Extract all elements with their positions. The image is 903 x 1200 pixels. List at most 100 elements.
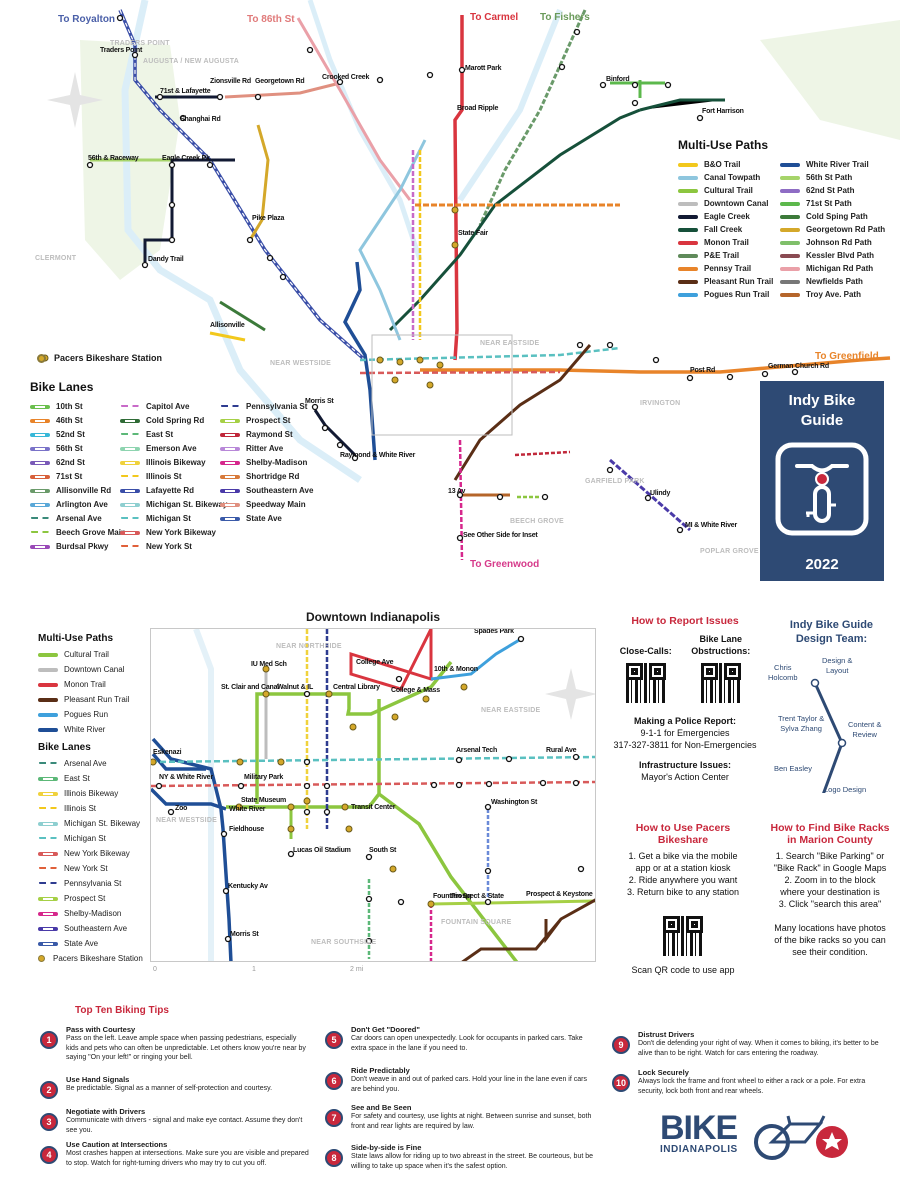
lane-swatch-icon <box>30 432 50 437</box>
team-title-line1: Indy Bike Guide <box>789 619 874 631</box>
path-swatch-icon <box>38 727 58 732</box>
legend-item: New York Bikeway <box>120 528 220 537</box>
station-label: State Museum <box>241 797 287 804</box>
neighborhood-label: FOUNTAIN SQUARE <box>441 919 512 926</box>
legend-item: Michigan Rd Path <box>780 264 890 273</box>
legend-label: Arlington Ave <box>56 500 108 509</box>
neighborhood-label: CLERMONT <box>35 255 77 262</box>
legend-item: 56th St <box>30 444 120 453</box>
legend-item: Monon Trail <box>38 680 148 689</box>
tip-heading: Pass with Courtesy <box>66 1025 136 1034</box>
legend-item: Downtown Canal <box>38 665 148 674</box>
legend-item: White River <box>38 725 148 734</box>
obstructions-qr-code[interactable] <box>700 663 741 703</box>
neighborhood-label: GARFIELD PARK <box>585 478 645 485</box>
legend-item: 46th St <box>30 416 120 425</box>
legend-item: Speedway Main <box>220 500 320 509</box>
neighborhood-label: NEAR EASTSIDE <box>481 707 541 714</box>
legend-item: Downtown Canal <box>678 199 774 208</box>
destination-fishers: To Fishers <box>540 12 590 23</box>
legend-item: Arsenal Ave <box>30 514 120 523</box>
legend-label: East St <box>146 430 174 439</box>
pacers-bikeshare-section: How to Use Pacers Bikeshare 1. Get a bik… <box>610 822 756 976</box>
lane-swatch-icon <box>220 460 240 465</box>
tip-number-badge: 9 <box>612 1036 630 1054</box>
team-title-line2: Design Team: <box>795 633 868 645</box>
legend-label: Capitol Ave <box>146 402 190 411</box>
tip-heading: Use Hand Signals <box>66 1075 130 1084</box>
path-swatch-icon <box>678 227 698 232</box>
racks-title-line1: How to Find Bike Racks <box>770 822 890 834</box>
legend-label: 56th St <box>56 444 83 453</box>
lane-swatch-icon <box>120 530 140 535</box>
legend-item: Michigan St <box>120 514 220 523</box>
station-label: Morris St <box>230 931 259 938</box>
station-label: Allisonville <box>210 322 245 329</box>
station-label: Dandy Trail <box>148 256 184 263</box>
legend-item: Pleasant Run Trail <box>38 695 148 704</box>
pacers-app-qr-code[interactable] <box>663 916 703 956</box>
mayors-action-center: Mayor's Action Center <box>641 772 729 782</box>
lane-swatch-icon <box>120 474 140 479</box>
lane-swatch-icon <box>120 432 140 437</box>
racks-note: of the bike racks so you can <box>774 935 886 945</box>
scale-one: 1 <box>252 966 256 973</box>
lane-swatch-icon <box>38 821 58 826</box>
team-line-diagram <box>810 678 847 793</box>
legend-label: State Ave <box>246 514 282 523</box>
legend-label: P&E Trail <box>704 251 740 260</box>
legend-item: Michigan St. Bikeway <box>120 500 227 509</box>
path-swatch-icon <box>678 214 698 219</box>
path-swatch-icon <box>780 162 800 167</box>
tip-heading: Side-by-side is Fine <box>351 1143 422 1152</box>
downtown-bl-title: Bike Lanes <box>38 742 91 753</box>
obstructions-label-line2: Obstructions: <box>691 646 751 656</box>
legend-item: Arlington Ave <box>30 500 120 509</box>
legend-label: Illinois Bikeway <box>146 458 206 467</box>
lane-swatch-icon <box>30 446 50 451</box>
lane-swatch-icon <box>120 502 140 507</box>
legend-label: Pogues Run <box>64 710 109 719</box>
system-map: To Royalton To 86th St To Carmel To Fish… <box>35 0 900 570</box>
station-label: Traders Point <box>100 47 143 54</box>
station-label: Ulindy <box>650 490 671 497</box>
legend-item <box>220 528 320 537</box>
lane-swatch-icon <box>38 761 58 766</box>
racks-step: where your destination is <box>780 887 880 897</box>
bikeshare-station-icon <box>38 955 45 962</box>
station-label: Morris St <box>305 398 334 405</box>
legend-item: 52nd St <box>30 430 120 439</box>
station-label: Post Rd <box>690 367 716 374</box>
legend-label: 52nd St <box>56 430 85 439</box>
police-non-emergency: 317-327-3811 for Non-Emergencies <box>613 740 757 750</box>
path-swatch-icon <box>38 652 58 657</box>
path-swatch-icon <box>678 201 698 206</box>
lane-swatch-icon <box>38 791 58 796</box>
lane-swatch-icon <box>220 488 240 493</box>
path-swatch-icon <box>780 214 800 219</box>
legend-label: B&O Trail <box>704 160 741 169</box>
legend-item: Illinois St <box>120 472 220 481</box>
neighborhood-label: NEAR WESTSIDE <box>270 360 331 367</box>
legend-item: Arsenal Ave <box>38 759 148 768</box>
bike-indianapolis-logo: BIKE INDIANAPOLIS <box>660 1111 860 1172</box>
legend-label: Shelby-Madison <box>246 458 308 467</box>
destination-carmel: To Carmel <box>470 12 519 23</box>
downtown-mup-title: Multi-Use Paths <box>38 633 114 644</box>
path-swatch-icon <box>38 712 58 717</box>
lane-swatch-icon <box>220 516 240 521</box>
close-calls-label: Close-Calls: <box>619 646 672 656</box>
guide-title-line1: Indy Bike <box>788 392 856 409</box>
lane-swatch-icon <box>220 404 240 409</box>
guide-title-line2: Guide <box>800 412 844 429</box>
legend-label: East St <box>64 774 90 783</box>
legend-label: Michigan St <box>146 514 191 523</box>
legend-title: Bike Lanes <box>30 380 94 394</box>
legend-item: Johnson Rd Path <box>780 238 890 247</box>
legend-item: Pennsylvania St <box>38 879 148 888</box>
lane-swatch-icon <box>38 776 58 781</box>
close-calls-qr-code[interactable] <box>625 663 666 703</box>
